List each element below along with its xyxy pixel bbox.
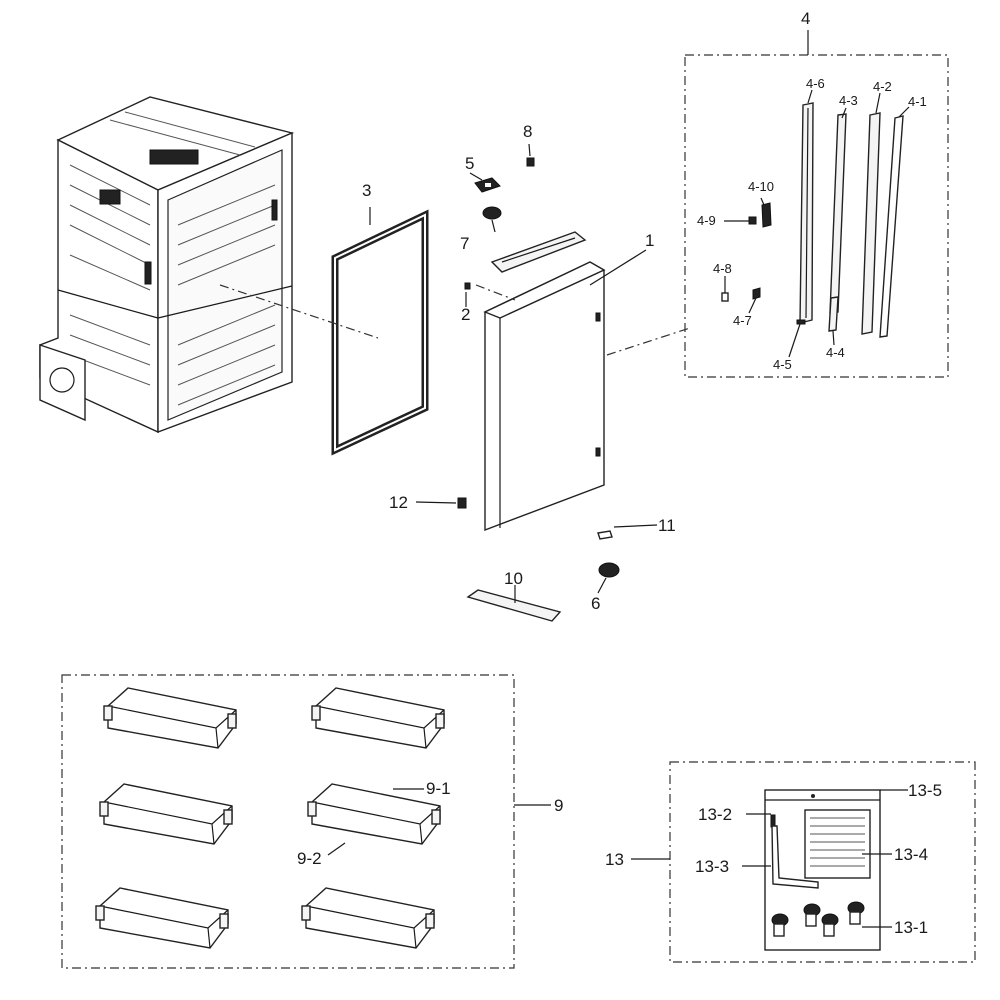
refrigerator-cabinet [39,96,295,434]
group-13-box [669,761,976,963]
part-7-cap [482,206,502,220]
part-2-pin [464,282,471,290]
leader-lines [327,30,910,928]
label-part-4-5: 4-5 [773,357,792,372]
group-9-box [61,674,515,969]
part-10-bottom-cover [466,589,562,622]
label-part-4-1: 4-1 [908,94,927,109]
label-part-1: 1 [645,231,654,250]
accessory-kit [764,789,881,951]
door-gasket [331,209,429,456]
handle-rails [721,102,904,338]
part-6-cap [598,562,620,578]
label-part-13: 13 [605,850,624,869]
door-bins [95,687,445,949]
label-part-11: 11 [658,516,676,535]
label-part-13-5: 13-5 [908,781,942,800]
label-part-12: 12 [389,493,408,512]
label-part-4: 4 [801,9,810,28]
label-part-4-10: 4-10 [748,179,774,194]
label-part-8: 8 [523,122,532,141]
label-part-4-4: 4-4 [826,345,845,360]
label-part-13-4: 13-4 [894,845,928,864]
part-5-hinge [474,177,501,193]
label-part-2: 2 [461,305,470,324]
part-8-screw [526,157,535,167]
part-11-pad [597,530,613,540]
label-part-13-3: 13-3 [695,857,729,876]
label-part-10: 10 [504,569,523,588]
refrigerator-door [483,261,606,532]
label-part-13-2: 13-2 [698,805,732,824]
label-part-4-2: 4-2 [873,79,892,94]
part-labels: 3 8 5 7 1 2 4 4-6 4-3 4-2 4-1 4-10 4-9 4… [297,9,942,937]
group-4-box [684,54,949,378]
label-part-4-3: 4-3 [839,93,858,108]
door-top-cover [490,231,587,273]
part-12-stopper [457,497,467,509]
label-part-4-6: 4-6 [806,76,825,91]
label-part-9-2: 9-2 [297,849,322,868]
label-part-6: 6 [591,594,600,613]
label-part-3: 3 [362,181,371,200]
leader-pin-door [475,284,516,301]
leader-door-group-4 [606,327,691,356]
label-part-4-9: 4-9 [697,213,716,228]
label-part-4-7: 4-7 [733,313,752,328]
label-part-5: 5 [465,154,474,173]
label-part-4-8: 4-8 [713,261,732,276]
leader-gasket-cabinet [219,284,379,339]
label-part-7: 7 [460,234,469,253]
label-part-9-1: 9-1 [426,779,451,798]
label-part-9: 9 [554,796,563,815]
label-part-13-1: 13-1 [894,918,928,937]
